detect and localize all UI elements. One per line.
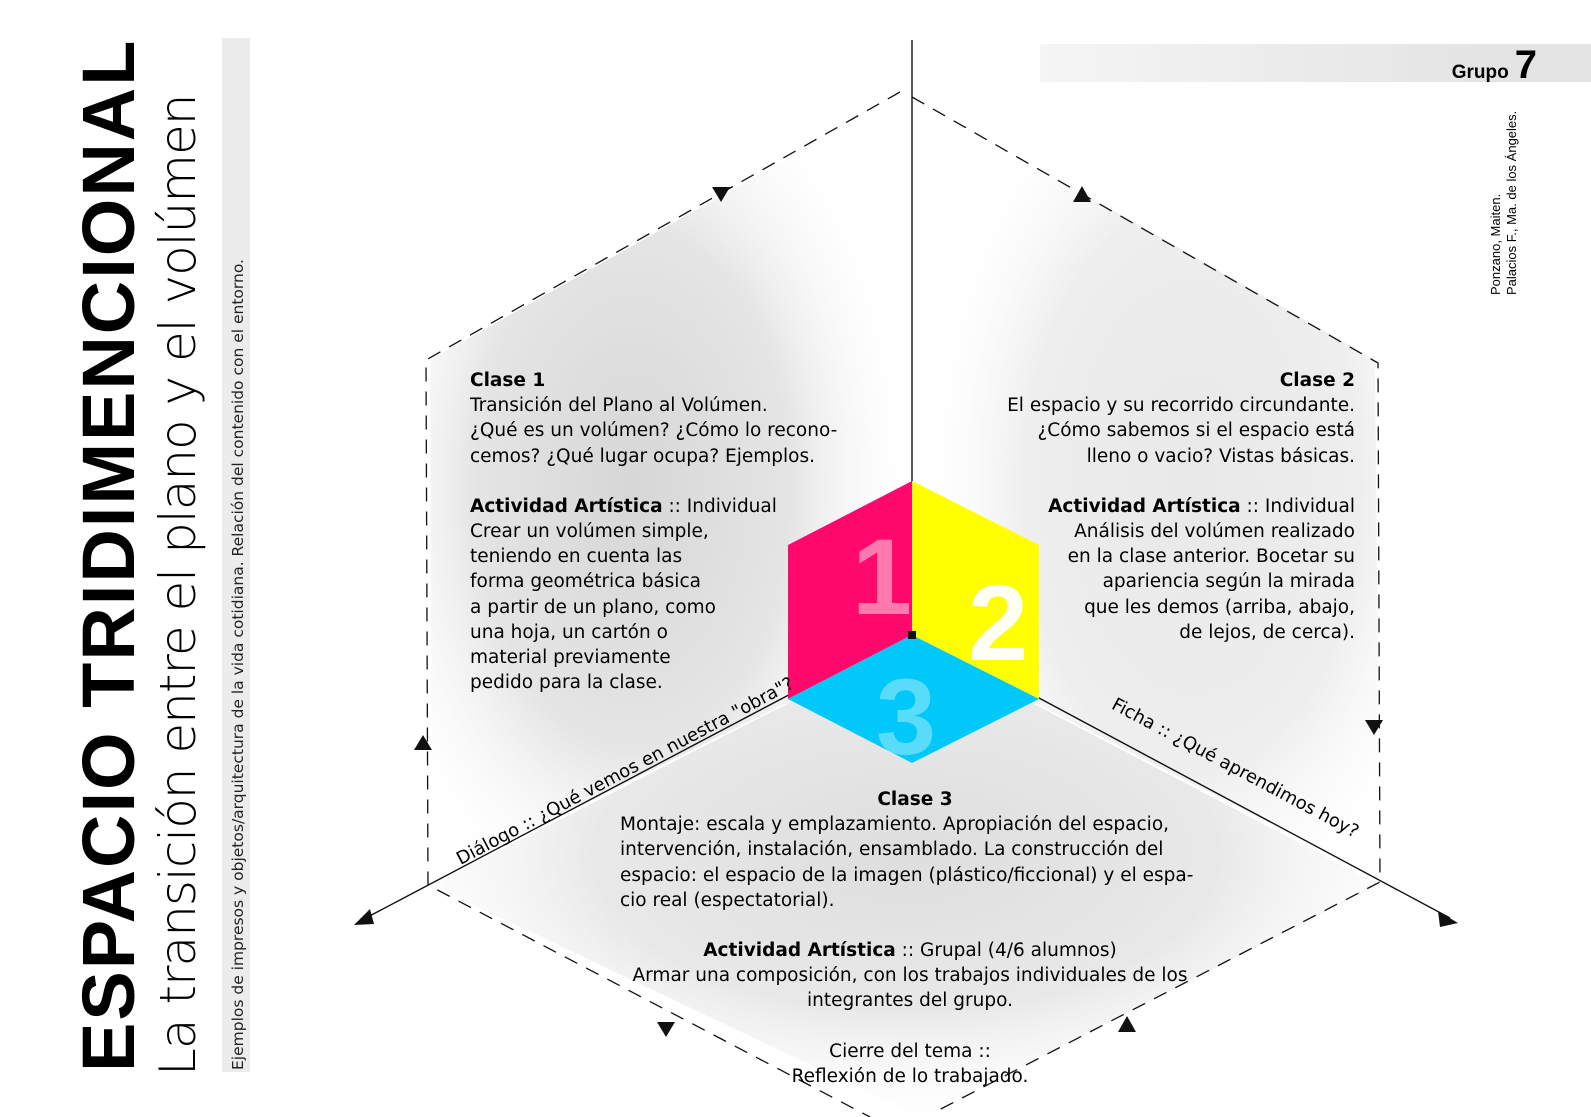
class-2-heading: Clase 2 [1279, 370, 1355, 391]
class-3-line: espacio: el espacio de la imagen (plásti… [620, 864, 1194, 886]
cube-face-1 [788, 481, 912, 699]
class-3-heading: Clase 3 [877, 789, 953, 810]
class-2-activity-line: Análisis del volúmen realizado [1074, 521, 1355, 543]
cube-vertex-marker [908, 631, 916, 639]
class-1-activity-line: una hoja, un cartón o [470, 621, 668, 643]
class-1-line: cemos? ¿Qué lugar ocupa? Ejemplos. [470, 445, 815, 467]
class-2-activity-line: que les demos (arriba, abajo, [1084, 596, 1355, 618]
class-1-line: ¿Qué es un volúmen? ¿Cómo lo recono- [470, 420, 838, 442]
shadow-region-class-3 [432, 640, 1380, 1117]
class-1-activity-line: pedido para la clase. [470, 672, 663, 694]
cube-number-1: 1 [852, 516, 912, 637]
class-1-activity-line: material previamente [470, 647, 671, 669]
class-1-heading: Clase 1 [470, 370, 546, 391]
page-subtitle: La transición entre el plano y el volúme… [149, 94, 207, 1077]
description-band [222, 38, 250, 1072]
class-1-activity-line: forma geométrica básica [470, 571, 701, 593]
author-2: Palacios F., Ma. de los Ángeles. [1504, 110, 1519, 295]
activity-label: Actividad Artística [470, 495, 663, 517]
class-2-activity-line: apariencia según la mirada [1102, 571, 1355, 593]
numbered-cube: 1 2 3 [788, 481, 1039, 777]
arrow-down-icon [657, 1022, 675, 1037]
arrow-down-icon [712, 187, 730, 202]
page-description: Ejemplos de impresos y objetos/arquitect… [229, 259, 247, 1070]
class-3-line: Montaje: escala y emplazamiento. Apropia… [620, 814, 1170, 836]
class-2-activity: Actividad Artística :: Individual [1007, 494, 1355, 519]
class-3-activity-line: Armar una composición, con los trabajos … [632, 965, 1188, 987]
header-band [1040, 44, 1591, 82]
cube-number-3: 3 [876, 656, 936, 777]
class-2-block: Clase 2 El espacio y su recorrido circun… [1007, 368, 1355, 645]
class-1-activity-line: a partir de un plano, como [470, 596, 716, 618]
axis-arrow-left-icon [354, 909, 374, 925]
class-1-activity-line: Crear un volúmen simple, [470, 521, 709, 543]
author-1: Ponzano, Maiten. [1488, 193, 1503, 295]
class-3-activity: Actividad Artística :: Grupal (4/6 alumn… [620, 938, 1200, 963]
class-3-closing-line: Cierre del tema :: [829, 1040, 991, 1062]
class-1-activity: Actividad Artística :: Individual [470, 494, 837, 519]
arrow-down-icon [1365, 720, 1383, 735]
activity-mode: :: Individual [1240, 495, 1355, 517]
class-2-line: El espacio y su recorrido circundante. [1007, 395, 1355, 417]
class-2-activity-line: de lejos, de cerca). [1179, 621, 1355, 643]
dashed-hexagon [425, 91, 1381, 1117]
activity-mode: :: Grupal (4/6 alumnos) [895, 940, 1117, 962]
flow-arrows [414, 186, 1383, 1037]
class-3-block: Clase 3 Montaje: escala y emplazamiento.… [620, 787, 1200, 1089]
class-3-line: cio real (espectatorial). [620, 889, 835, 911]
group-number: 7 [1514, 43, 1537, 87]
axis-arrow-right-icon [1438, 911, 1458, 927]
class-1-line: Transición del Plano al Volúmen. [470, 395, 768, 417]
page-title: ESPACIO TRIDIMENCIONAL [67, 38, 150, 1072]
class-1-block: Clase 1 Transición del Plano al Volúmen.… [470, 368, 837, 695]
cube-face-3 [788, 635, 1039, 763]
cube-number-2: 2 [968, 562, 1028, 683]
class-3-line: intervención, instalación, ensamblado. L… [620, 839, 1164, 861]
authors: Ponzano, Maiten. Palacios F., Ma. de los… [1488, 111, 1520, 295]
arrow-up-icon [1073, 186, 1091, 202]
activity-label: Actividad Artística [1048, 495, 1241, 517]
class-3-closing-line: Reflexión de lo trabajado. [791, 1065, 1029, 1087]
cube-face-2 [912, 481, 1039, 699]
class-3-activity-line: integrantes del grupo. [807, 990, 1013, 1012]
class-2-line: ¿Cómo sabemos si el espacio está [1037, 420, 1355, 442]
class-1-activity-line: teniendo en cuenta las [470, 546, 683, 568]
group-label: Grupo [1451, 62, 1509, 83]
arrow-up-icon [1118, 1016, 1136, 1032]
activity-mode: :: Individual [662, 495, 777, 517]
class-2-line: lleno o vacio? Vistas básicas. [1086, 445, 1355, 467]
arrow-up-icon [414, 735, 432, 750]
activity-label: Actividad Artística [703, 940, 896, 962]
class-2-activity-line: en la clase anterior. Bocetar su [1067, 546, 1355, 568]
